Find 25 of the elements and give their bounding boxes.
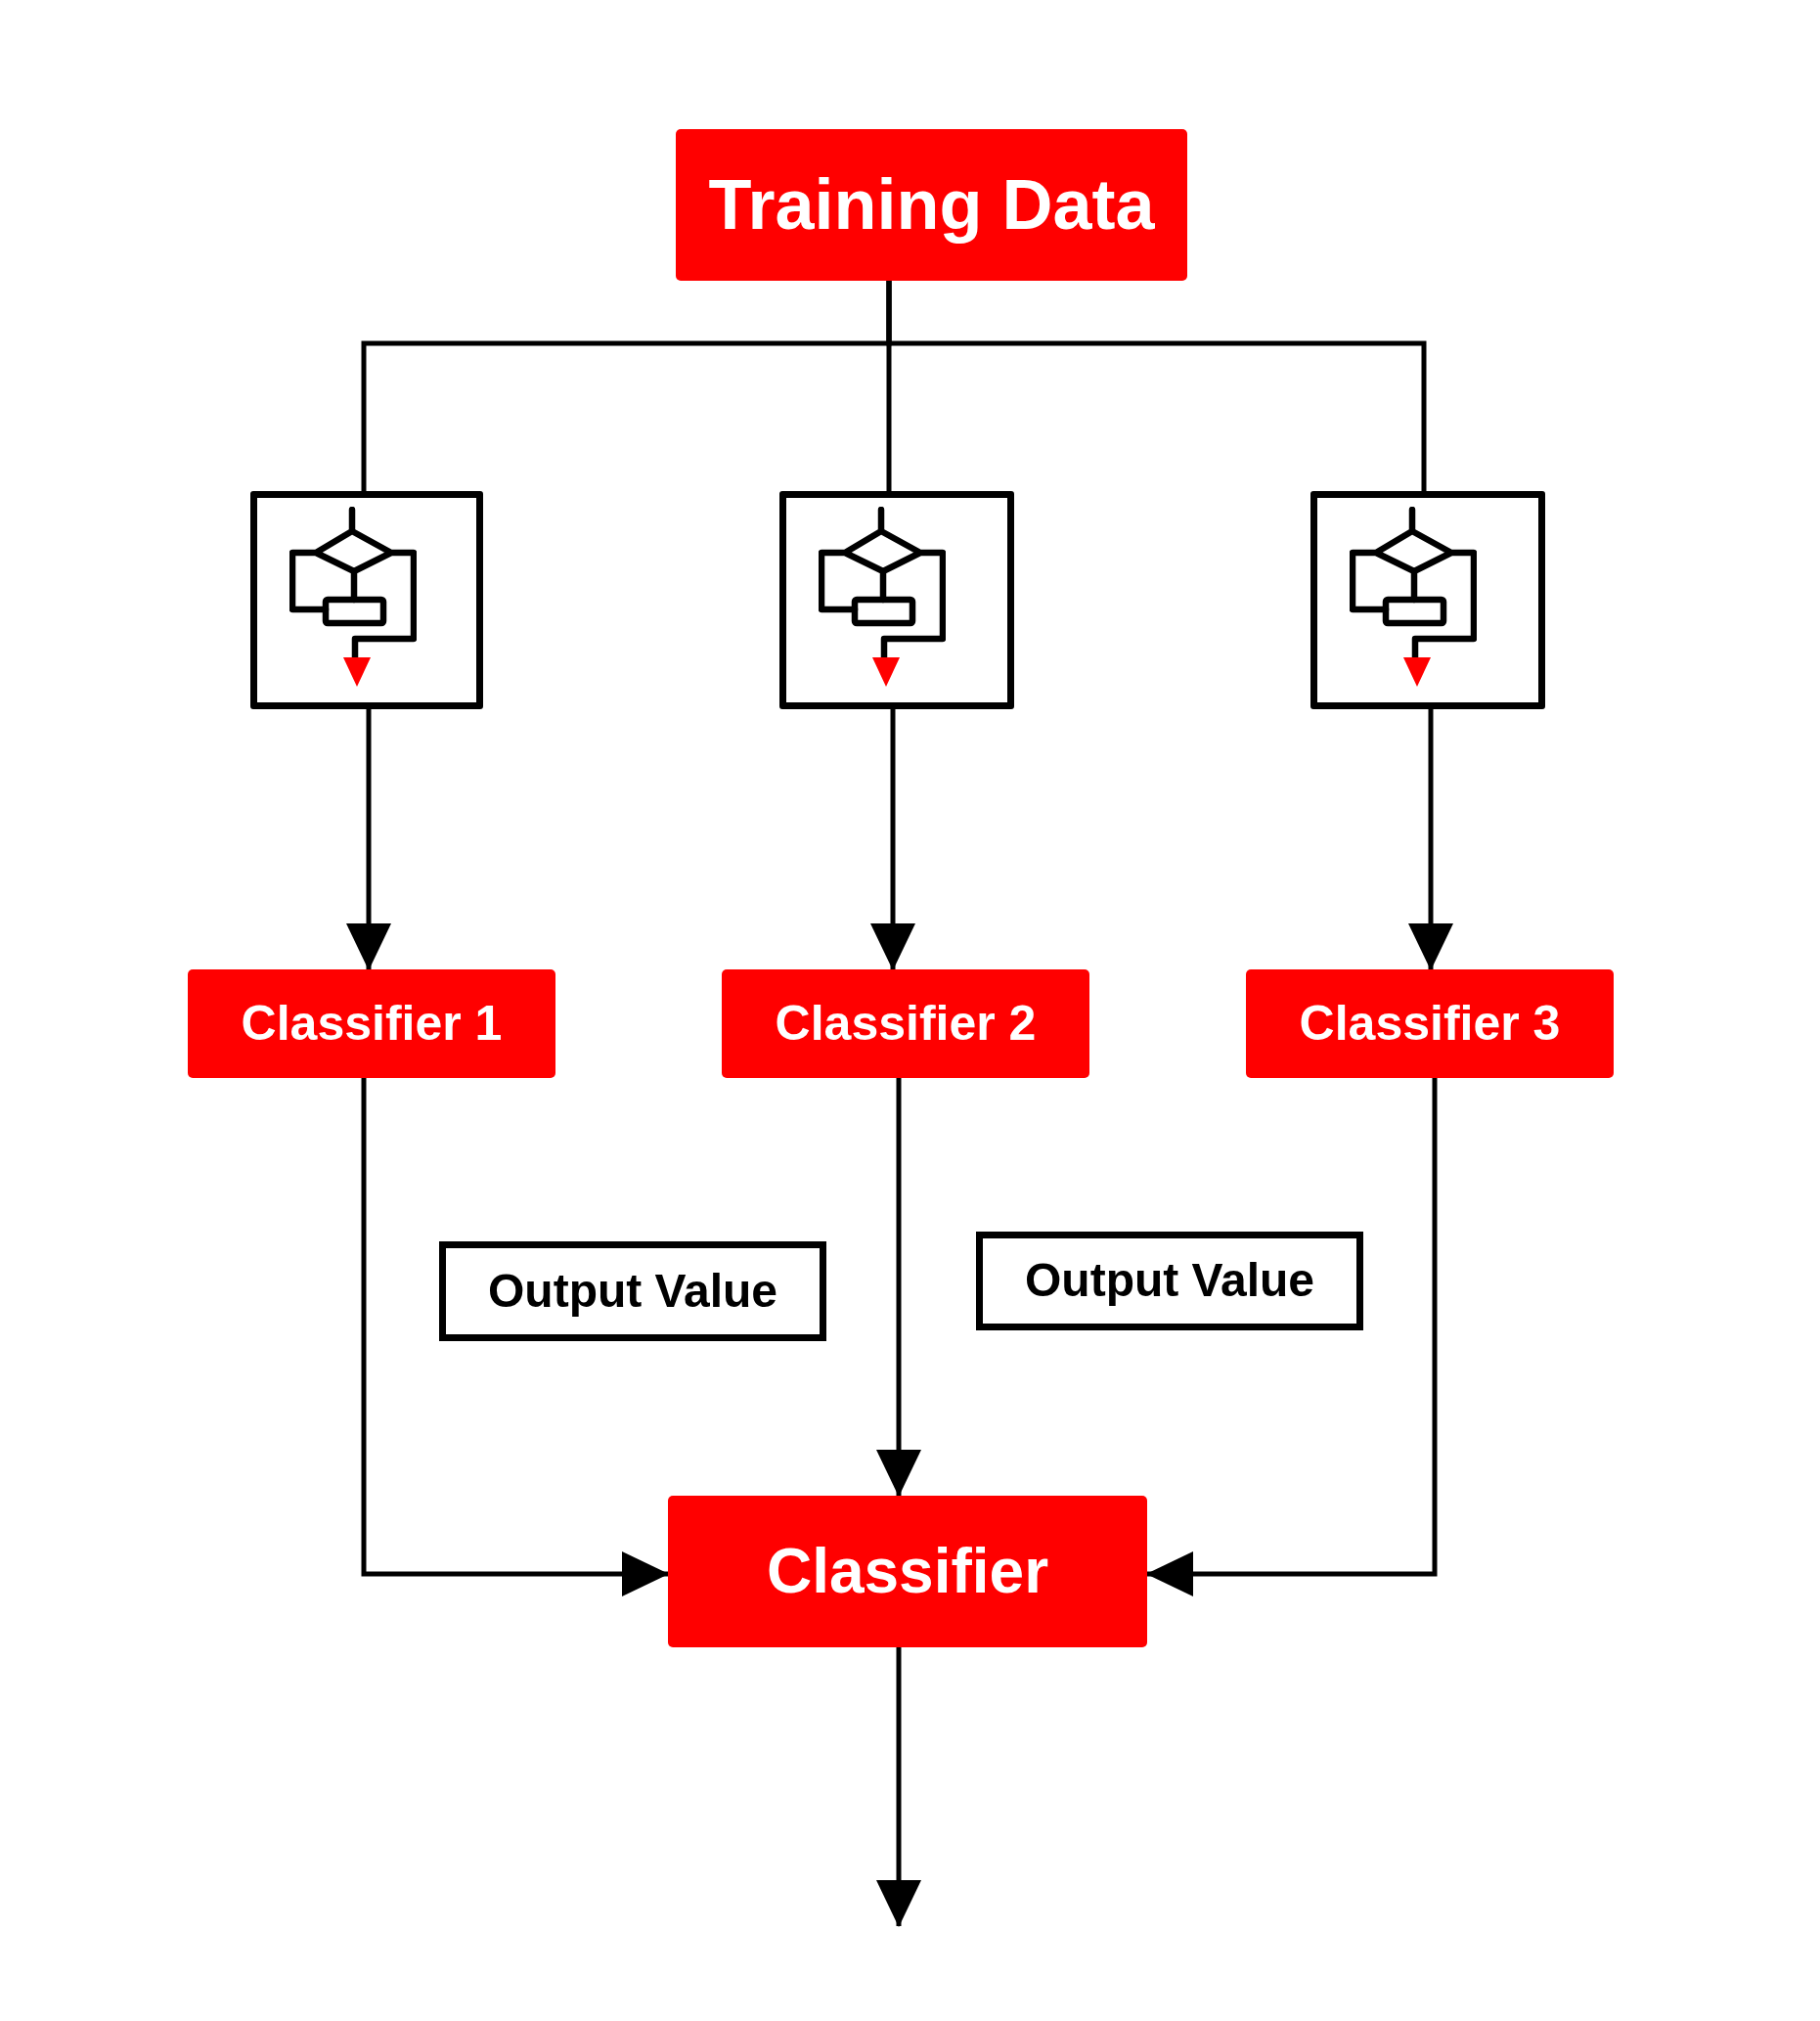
arrow [876,1078,921,1497]
node-text: Classifier 1 [241,997,503,1051]
flowchart-frame [1310,491,1545,709]
arrow [870,709,915,970]
flowchart-frame [250,491,483,709]
node-text: Training Data [708,165,1155,245]
output-box [976,1232,1363,1330]
output-box [439,1241,826,1341]
arrow [361,1078,669,1596]
flowchart-frame [779,491,1014,709]
node-text: Output Value [1025,1255,1314,1307]
classifier-box [722,969,1089,1078]
connector-line [886,281,1427,491]
arrow [1408,709,1453,970]
node-text: Output Value [488,1265,777,1318]
data-box [676,129,1187,281]
classifier-box [668,1496,1147,1647]
node-text: Classifier [766,1537,1049,1606]
node-text: Classifier 3 [1299,997,1561,1051]
arrow [876,1647,921,1927]
classifier-box [1246,969,1614,1078]
classifier-box [188,969,555,1078]
arrow [1146,1078,1438,1596]
arrow [346,709,391,970]
node-text: Classifier 2 [775,997,1037,1051]
